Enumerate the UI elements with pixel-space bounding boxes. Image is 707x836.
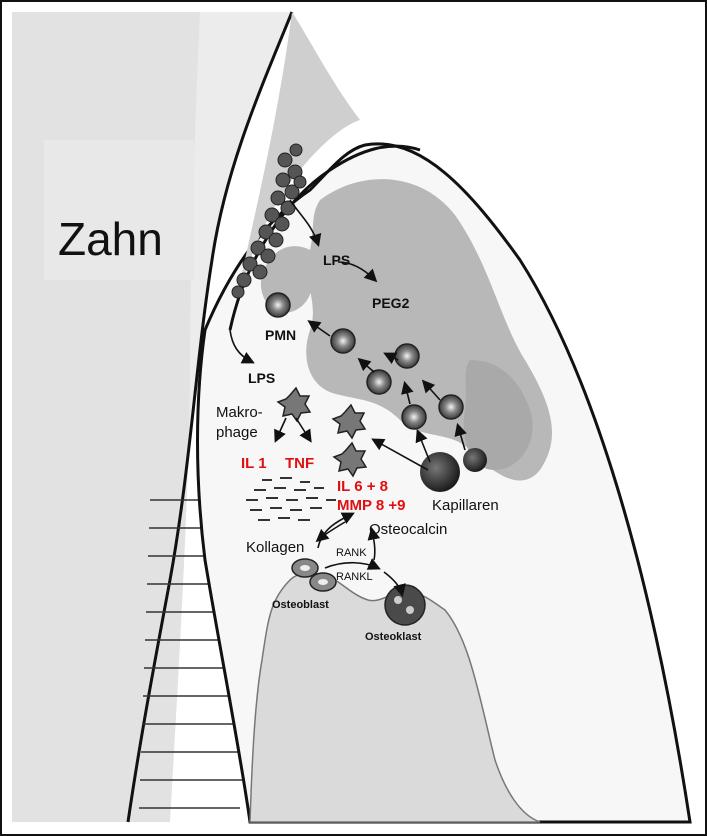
tooth-label: Zahn <box>58 213 163 265</box>
osteoclast <box>385 585 425 625</box>
peg2-label: PEG2 <box>372 295 410 311</box>
capillaries-label: Kapillaren <box>432 497 499 514</box>
macrophage-label-line2: phage <box>216 424 258 441</box>
tooth-enamel-band <box>12 12 200 822</box>
lps-label-mid: LPS <box>248 370 275 386</box>
lps-label-top: LPS <box>323 252 350 268</box>
mmp-label: MMP 8 +9 <box>337 497 406 514</box>
il1-label: IL 1 <box>241 455 267 472</box>
rankl-label: RANKL <box>336 571 373 583</box>
osteoblast-label: Osteoblast <box>272 599 329 611</box>
osteocalcin-label: Osteocalcin <box>369 521 447 538</box>
osteoclast-label: Osteoklast <box>365 631 422 643</box>
il68-label: IL 6 + 8 <box>337 478 388 495</box>
rank-label: RANK <box>336 547 367 559</box>
tnf-label: TNF <box>285 455 314 472</box>
macrophage-label-line1: Makro- <box>216 404 263 421</box>
pmn-label: PMN <box>265 327 296 343</box>
collagen-label: Kollagen <box>246 539 304 556</box>
